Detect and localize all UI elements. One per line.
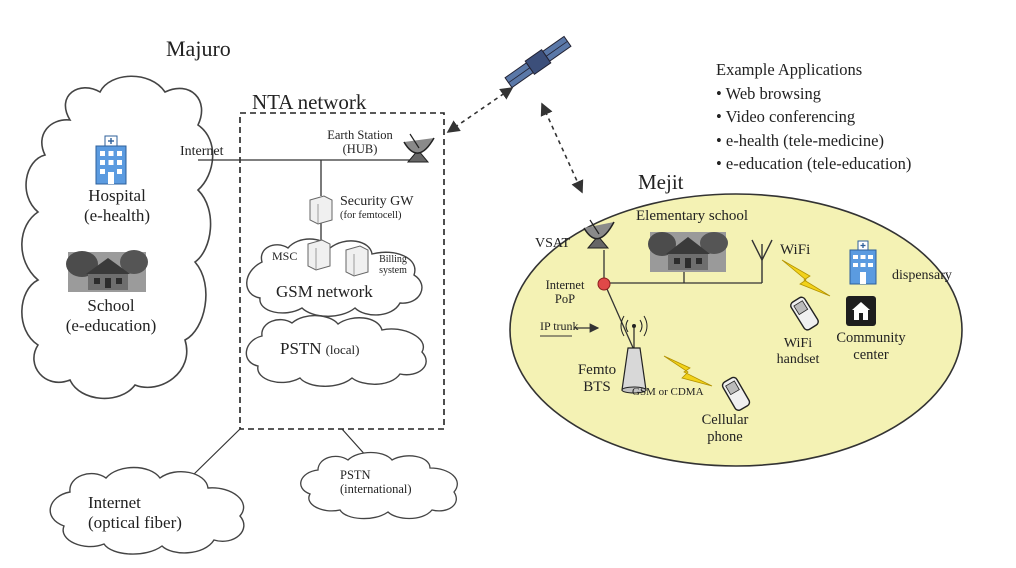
billing-sub: system xyxy=(379,265,407,276)
pstn-local-label: PSTN (local) xyxy=(280,339,360,359)
application-item: • Video conferencing xyxy=(716,107,856,126)
satellite-icon xyxy=(504,35,572,89)
wifi-handset-sub: handset xyxy=(776,352,820,368)
mejit-title: Mejit xyxy=(638,170,684,194)
internet-fiber-label: Internet (optical fiber) xyxy=(88,493,182,532)
wifi-lightning-icon xyxy=(781,259,831,297)
phone-text: phone xyxy=(707,428,743,445)
school-label: School (e-education) xyxy=(56,296,166,335)
billing-label: Billing system xyxy=(370,254,416,276)
hub-satellite-link xyxy=(446,87,514,133)
pstn-local-text: PSTN xyxy=(280,339,322,358)
wifi-handset-label: WiFi handset xyxy=(766,336,830,368)
cellular-phone-icon xyxy=(721,376,751,411)
hospital-building-icon xyxy=(95,135,127,185)
internet-link-label: Internet xyxy=(180,144,224,159)
center-text: center xyxy=(853,346,889,363)
security-gw-server-icon xyxy=(309,195,333,225)
elementary-school-label: Elementary school xyxy=(636,208,749,224)
majuro-title: Majuro xyxy=(166,36,231,61)
applications-title: Example Applications xyxy=(716,60,863,79)
dispensary-building-icon xyxy=(849,240,877,285)
wifi-label: WiFi xyxy=(780,242,811,258)
security-gw-text: Security GW xyxy=(340,194,414,209)
wifi-handset-text: WiFi xyxy=(783,336,813,351)
application-item: • e-health (tele-medicine) xyxy=(716,130,884,150)
to-internet-fiber-line xyxy=(189,428,241,479)
ip-trunk-label: IP trunk xyxy=(540,319,579,333)
internet-pop-label: Internet PoP xyxy=(540,278,590,307)
hub-text: (HUB) xyxy=(342,142,378,157)
femto-bts-label: Femto BTS xyxy=(572,362,622,397)
wifi-handset-icon xyxy=(790,296,819,331)
elementary-school-photo xyxy=(648,232,728,272)
community-center-icon xyxy=(846,296,876,326)
school-sub: (e-education) xyxy=(65,315,157,335)
school-name: School xyxy=(87,296,135,315)
hospital-label: Hospital (e-health) xyxy=(72,186,162,225)
earth-station-label: Earth Station (HUB) xyxy=(318,128,402,157)
nta-network-title: NTA network xyxy=(252,90,367,114)
school-photo xyxy=(66,250,148,292)
internet-fiber-sub: (optical fiber) xyxy=(88,512,182,532)
mejit-island xyxy=(509,193,963,467)
hospital-sub: (e-health) xyxy=(83,205,151,225)
internet-fiber-text: Internet xyxy=(88,493,141,512)
bts-lightning-icon xyxy=(663,355,713,387)
community-center-label: Community center xyxy=(826,330,916,363)
femto-text: Femto xyxy=(577,362,617,378)
security-gw-sub: (for femtocell) xyxy=(340,210,402,222)
pstn-intl-label: PSTN (international) xyxy=(340,468,412,497)
pop-to-bts-line xyxy=(606,288,635,351)
majuro-cloud xyxy=(21,75,214,400)
billing-text: Billing xyxy=(379,254,407,265)
community-text: Community xyxy=(836,330,906,346)
hospital-name: Hospital xyxy=(88,186,146,205)
billing-server-icon xyxy=(345,245,369,277)
pstn-local-sub: (local) xyxy=(325,342,360,357)
gsm-network-label: GSM network xyxy=(276,282,373,301)
internet-fiber-cloud xyxy=(49,466,245,555)
dispensary-label: dispensary xyxy=(892,268,952,283)
earth-station-dish-icon xyxy=(403,133,435,163)
internet-pop-dot xyxy=(597,277,611,291)
gsm-network-cloud xyxy=(246,238,423,317)
application-item: • e-education (tele-education) xyxy=(716,154,912,173)
cellular-phone-label: Cellular phone xyxy=(690,412,760,445)
security-gw-label: Security GW (for femtocell) xyxy=(340,194,413,222)
wifi-antenna-icon xyxy=(751,239,773,283)
application-item: • Web browsing xyxy=(716,83,821,103)
pstn-intl-cloud xyxy=(300,451,458,520)
earth-station-text: Earth Station xyxy=(327,128,393,142)
vsat-dish-icon xyxy=(583,219,615,249)
gsm-or-cdma-label: GSM or CDMA xyxy=(632,386,704,398)
femto-bts-icon xyxy=(620,315,648,394)
bts-text: BTS xyxy=(583,379,611,396)
pstn-intl-text: PSTN xyxy=(340,468,371,482)
vsat-label: VSAT xyxy=(535,236,571,251)
internet-pop-text: Internet xyxy=(545,278,585,292)
pstn-intl-sub: (international) xyxy=(340,482,412,497)
msc-label: MSC xyxy=(272,249,298,263)
internet-pop-sub: PoP xyxy=(554,292,576,307)
msc-server-icon xyxy=(307,239,331,271)
cellular-text: Cellular xyxy=(701,412,749,428)
pstn-local-cloud xyxy=(245,314,427,387)
example-applications: Example Applications • Web browsing • Vi… xyxy=(716,58,911,176)
satellite-vsat-link xyxy=(540,102,584,194)
